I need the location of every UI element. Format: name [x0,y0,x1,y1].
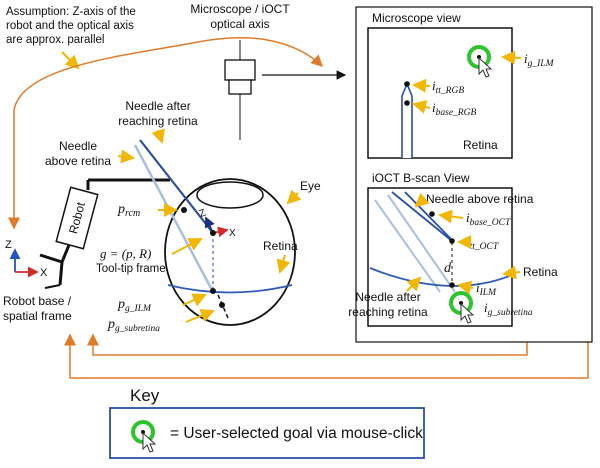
assumption-line-3: are approx. parallel [6,34,104,46]
tooltip-point [210,230,216,236]
ioct-needle-above [391,191,453,242]
needle-after-label-1: Needle after [125,99,190,113]
i-base-oct-pointer [438,209,464,224]
ioct-goal-marker[interactable] [449,291,474,324]
tooltip-x-label: X [229,228,236,239]
ioct-retina-label: Retina [523,265,558,279]
ioct-needle-above-label: Needle above retina [426,192,534,206]
g-equation: g = (p, R) [100,246,151,261]
p-g-subretina-label: pg_subretina [107,317,160,334]
tooltip-frame-label: Tool-tip frame [96,263,166,275]
ioct-needle-after-pointer [406,276,422,292]
robot-arm: Robot [39,178,170,289]
g-pointer [171,238,203,255]
microscope-icon [224,40,256,140]
i-base-rgb-point [404,100,410,106]
needle-above-label-1: Needle [59,139,97,153]
eye-retina-curve [167,284,293,294]
microscope-label: Microscope / iOCT optical axis [190,2,290,31]
i-ilm-point [449,282,455,288]
robot-base-axes: Z X [5,239,48,279]
needle-after-shaft [133,144,215,293]
i-tt-rgb-label: itt_RGB [432,78,464,96]
axis-z-label: Z [5,239,12,251]
needle-above-pointer [117,149,135,164]
needle-after-pointer [151,128,165,144]
retina-pointer [276,254,291,274]
eye-diagram: Eye Retina [164,178,321,326]
ioct-needle-above-pointer [414,192,430,208]
key-description: = User-selected goal via mouse-click [170,425,423,442]
microscope-goal-marker[interactable] [467,45,492,78]
microscope-label-line-2: optical axis [210,17,269,31]
ioct-retina-curve [369,267,513,287]
i-g-subretina-label: ig_subretina [484,300,533,318]
i-base-rgb-label: ibase_RGB [432,100,476,118]
needle-above-label-2: above retina [45,154,111,168]
eye-label: Eye [300,179,321,193]
ioct-needle-after-label-1: Needle after [355,290,420,304]
p-g-ilm-point [210,288,216,294]
i-ilm-label: iILM [476,280,497,298]
tooltip-z-label: Z [198,208,208,220]
i-tt-oct-point [449,238,455,244]
ioct-view-title: iOCT B-scan View [372,171,470,185]
eye-lens [196,181,264,209]
p-g-ilm-pointer [182,293,207,307]
orange-arrow-to-views [197,36,324,68]
eye-pointer [286,189,302,205]
i-base-rgb-pointer [412,100,431,114]
i-base-oct-point [429,211,435,217]
needle-after-label-2: reaching retina [118,114,198,128]
p-rcm-point [181,207,187,213]
assumption-pointer-arrow [61,51,80,70]
assumption-note: Assumption: Z-axis of the robot and the … [6,6,136,46]
ioct-d-label: d [444,261,452,276]
p-rcm-label: prcm [117,202,140,219]
p-g-ilm-label: pg_ILM [117,297,152,314]
i-base-oct-label: ibase_OCT [466,210,511,228]
key-title: Key [130,386,160,405]
ioct-retina-pointer [502,265,521,280]
eye-globe [164,178,296,326]
microscope-view-title: Microscope view [372,11,461,25]
i-ilm-pointer [457,280,474,295]
assumption-line-1: Assumption: Z-axis of the [6,6,136,18]
robot-base-label-1: Robot base / [3,294,72,308]
p-g-subretina-pointer [185,309,215,323]
ioct-needle-after [374,194,456,293]
i-tt-rgb-pointer [412,78,431,93]
orange-arrow-left-loop [8,41,199,230]
key-goal-marker [131,420,156,453]
microscope-view-retina-label: Retina [463,138,498,152]
needle-above-shaft [139,139,214,234]
microscope-label-line-1: Microscope / iOCT [190,2,290,16]
ioct-needle-after-label-2: reaching retina [348,305,428,319]
key-box [109,407,425,459]
microscope-view-needle [401,81,413,158]
axis-x-label: X [40,267,48,279]
retina-label: Retina [263,239,298,253]
p-g-subretina-point [219,302,225,308]
assumption-line-2: robot and the optical axis [6,20,134,32]
i-g-ilm-pointer [501,50,522,65]
i-tt-rgb-point [404,81,410,87]
i-g-ilm-label: ig_ILM [524,51,555,69]
robot-base-label-2: spatial frame [3,309,72,323]
